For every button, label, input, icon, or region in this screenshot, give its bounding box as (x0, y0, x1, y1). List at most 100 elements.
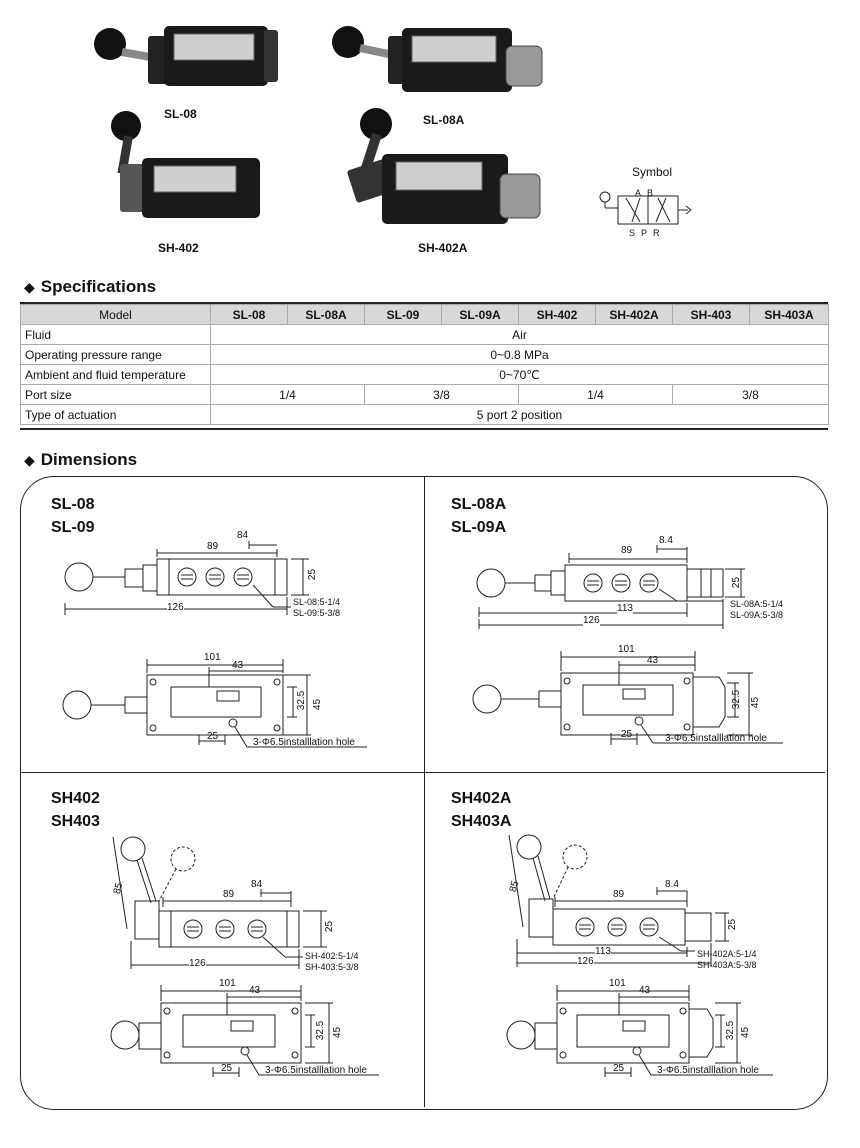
symbol-port-b: B (647, 188, 654, 198)
dim-113: 113 (617, 603, 633, 614)
spec-row-fluid: Fluid Air (20, 324, 829, 345)
panel-title: SL-08 SL-09 (51, 493, 95, 539)
dim-25-bottom: 25 (621, 729, 633, 740)
dim-126: 126 (167, 602, 184, 613)
panel-title-line-1: SH402 (51, 790, 100, 807)
symbol-port-a: A (635, 188, 642, 198)
port-note-2: SH-403A:5-3/8 (697, 960, 757, 970)
product-sh402a-image (347, 108, 541, 224)
dim-89: 89 (621, 545, 633, 556)
symbol-port-r: R (653, 228, 660, 238)
dim-45: 45 (312, 698, 324, 711)
spec-value-fluid: Air (210, 324, 829, 345)
spec-value-actuation: 5 port 2 position (210, 404, 829, 425)
panel-title: SH402A SH403A (451, 787, 511, 833)
port-note-1: SL-08:5-1/4 (293, 597, 341, 607)
dim-8-4: 8.4 (665, 879, 679, 890)
panel-title-line-1: SH402A (451, 790, 512, 807)
dimensions-vertical-divider (424, 477, 425, 1107)
port-note-1: SH-402:5-1/4 (305, 951, 359, 961)
spec-value-port-4: 3/8 (672, 384, 829, 405)
spec-value-port-2: 3/8 (364, 384, 519, 405)
dim-43: 43 (639, 985, 651, 996)
dim-45: 45 (332, 1026, 344, 1039)
spec-label-temperature: Ambient and fluid temperature (20, 364, 211, 385)
spec-header-row: Model SL-08 SL-08A SL-09 SL-09A SH-402 S… (20, 304, 829, 325)
dim-84: 84 (237, 530, 249, 541)
spec-row-temperature: Ambient and fluid temperature 0~70℃ (20, 364, 829, 385)
dimension-drawing-sh402a (506, 834, 773, 1077)
dim-32-5: 32.5 (315, 1020, 327, 1041)
port-note-2: SL-09:5-3/8 (293, 608, 341, 618)
installation-hole-note: 3-Φ6.5installlation hole (253, 737, 355, 748)
dimensions-horizontal-divider (21, 772, 825, 773)
dim-32-5: 32.5 (296, 690, 308, 711)
spec-row-actuation: Type of actuation 5 port 2 position (20, 404, 829, 425)
spec-row-pressure: Operating pressure range 0~0.8 MPa (20, 344, 829, 365)
installation-hole-note: 3-Φ6.5installlation hole (265, 1065, 367, 1076)
dim-25-bottom: 25 (221, 1063, 233, 1074)
dim-32-5: 32.5 (725, 1020, 737, 1041)
dim-43: 43 (249, 985, 261, 996)
symbol-port-s: S (629, 228, 636, 238)
panel-sh402a-sh403a: SH402A SH403A 85 89 8 (425, 773, 826, 1107)
dimensions-heading: ◆ Dimensions (24, 450, 138, 469)
installation-hole-note: 3-Φ6.5installlation hole (665, 733, 767, 744)
dim-45: 45 (750, 696, 762, 709)
symbol-title: Symbol (632, 165, 673, 179)
spec-label-pressure: Operating pressure range (20, 344, 211, 365)
panel-title-line-1: SL-08 (51, 496, 95, 513)
product-sl08-label: SL-08 (164, 107, 197, 121)
installation-hole-note: 3-Φ6.5installlation hole (657, 1065, 759, 1076)
spec-col-sh402: SH-402 (518, 304, 596, 325)
spec-col-sl09a: SL-09A (441, 304, 519, 325)
spec-col-model: Model (20, 304, 211, 325)
spec-value-temperature: 0~70℃ (210, 364, 829, 385)
panel-title-line-1: SL-08A (451, 496, 507, 513)
spec-label-actuation: Type of actuation (20, 404, 211, 425)
dim-101: 101 (609, 978, 626, 989)
dim-43: 43 (232, 660, 244, 671)
dim-126: 126 (577, 956, 594, 967)
product-sh402a-label: SH-402A (418, 241, 468, 255)
dim-43: 43 (647, 655, 659, 666)
panel-title-line-2: SL-09 (51, 519, 95, 536)
spec-top-rule (20, 302, 828, 304)
panel-title-line-2: SH403A (451, 813, 512, 830)
spec-label-fluid: Fluid (20, 324, 211, 345)
dim-101: 101 (618, 644, 635, 655)
spec-value-port-1: 1/4 (210, 384, 365, 405)
specifications-table: Model SL-08 SL-08A SL-09 SL-09A SH-402 S… (20, 304, 829, 425)
dim-25: 25 (731, 576, 743, 589)
symbol-port-p: P (641, 228, 648, 238)
dim-8-4: 8.4 (659, 535, 673, 546)
spec-col-sh403a: SH-403A (749, 304, 829, 325)
panel-sl08-sl09: SL-08 SL-09 89 84 25 126 (21, 477, 424, 772)
product-sl08-image (94, 26, 278, 86)
dim-126: 126 (189, 958, 206, 969)
specifications-heading: ◆ Specifications (24, 277, 157, 296)
spec-value-port-3: 1/4 (518, 384, 673, 405)
port-note-2: SH-403:5-3/8 (305, 962, 359, 972)
panel-title: SL-08A SL-09A (451, 493, 506, 539)
diamond-bullet-icon: ◆ (24, 278, 35, 295)
spec-row-port: Port size 1/4 3/8 1/4 3/8 (20, 384, 829, 405)
dim-101: 101 (219, 978, 236, 989)
dim-101: 101 (204, 652, 221, 663)
spec-col-sl08a: SL-08A (287, 304, 365, 325)
port-note-1: SL-08A:5-1/4 (730, 599, 784, 609)
dimension-drawing-sl08 (62, 541, 367, 748)
dim-25-bottom: 25 (613, 1063, 625, 1074)
panel-title-line-2: SL-09A (451, 519, 507, 536)
dim-25: 25 (727, 918, 739, 931)
dim-89: 89 (223, 889, 235, 900)
panel-sl08a-sl09a: SL-08A SL-09A 89 8.4 (425, 477, 826, 772)
spec-col-sl09: SL-09 (364, 304, 442, 325)
panel-sh402-sh403: SH402 SH403 85 89 84 25 126 (21, 773, 424, 1107)
product-sl08a-label: SL-08A (423, 113, 465, 127)
dim-45: 45 (740, 1026, 752, 1039)
pneumatic-symbol-icon (599, 191, 692, 225)
spec-col-sl08: SL-08 (210, 304, 288, 325)
dim-89: 89 (613, 889, 625, 900)
dim-25-bottom: 25 (207, 731, 219, 742)
